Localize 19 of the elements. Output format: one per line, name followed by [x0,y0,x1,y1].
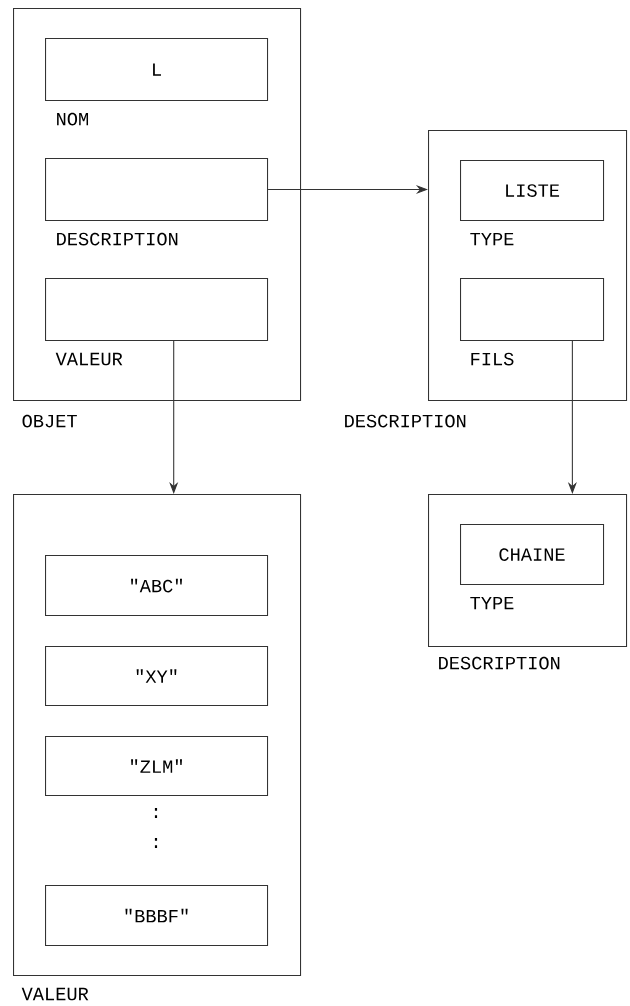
box-label: FILS [471,352,514,366]
field-box: CHAINE [460,524,605,586]
box-label: DESCRIPTION [439,656,560,670]
box-label: TYPE [470,596,514,610]
arrow [169,340,179,494]
field-box: L [45,38,269,102]
field-box: "XY" [45,646,269,707]
box-label: DESCRIPTION [345,414,466,428]
field-box: "BBBF" [45,885,269,947]
field-box: "ZLM" [45,736,269,797]
field-box: "ABC" [45,555,269,617]
field-box: LISTE [460,160,605,222]
box-label: VALEUR [21,987,89,1001]
box-label: DESCRIPTION [57,232,178,246]
ellipsis-mark: : [154,838,158,848]
box-label: TYPE [470,232,514,246]
box-label: OBJET [22,414,77,428]
box-label: NOM [57,112,88,126]
box-label: VALEUR [55,352,123,366]
